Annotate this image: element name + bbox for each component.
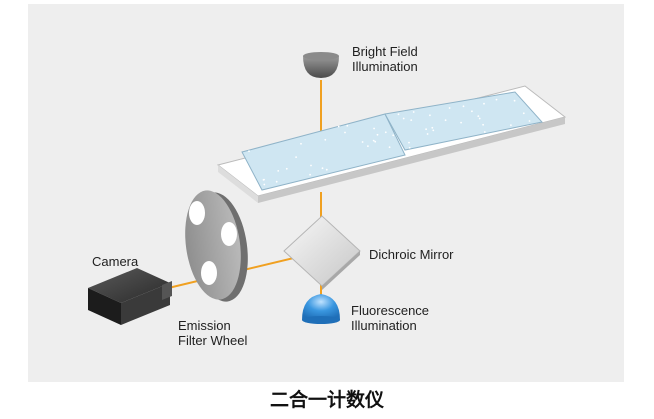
fluorescence-label-line-1: Fluorescence bbox=[351, 303, 430, 318]
emission-filter-label-line-1: Emission bbox=[178, 318, 231, 333]
emission-filter-label-line-2: Filter Wheel bbox=[178, 333, 248, 348]
cell-speck bbox=[337, 125, 340, 128]
filter-hole-1 bbox=[189, 201, 205, 225]
filter-hole-2 bbox=[221, 222, 237, 246]
cell-speck bbox=[483, 131, 486, 133]
cell-speck bbox=[373, 127, 375, 130]
cell-speck bbox=[402, 117, 405, 120]
cell-speck bbox=[482, 123, 484, 126]
cell-speck bbox=[367, 145, 369, 148]
cell-speck bbox=[372, 139, 375, 142]
cell-speck bbox=[483, 102, 485, 105]
cell-speck bbox=[510, 124, 512, 126]
bright-field-label-line-1: Bright Field bbox=[352, 44, 418, 59]
cell-speck bbox=[310, 164, 312, 167]
fluorescence-dome bbox=[302, 294, 340, 320]
cell-speck bbox=[325, 168, 328, 171]
cell-speck bbox=[397, 113, 400, 116]
filter-hole-3 bbox=[201, 261, 217, 285]
counting-slide bbox=[216, 85, 567, 203]
cell-speck bbox=[324, 138, 327, 141]
cell-speck bbox=[275, 180, 278, 183]
fluorescence-label-line-2: Illumination bbox=[351, 318, 417, 333]
cell-speck bbox=[361, 141, 364, 143]
cell-speck bbox=[444, 119, 447, 122]
bright-field-label: Bright Field Illumination bbox=[352, 44, 418, 74]
cell-specks bbox=[248, 98, 531, 186]
emission-filter-wheel bbox=[185, 190, 248, 302]
cell-speck bbox=[425, 128, 427, 131]
cell-speck bbox=[410, 119, 413, 121]
slide-front-edge bbox=[258, 117, 565, 203]
dichroic-mirror bbox=[283, 215, 361, 290]
camera-lens bbox=[162, 281, 172, 300]
chamber-left bbox=[241, 113, 406, 191]
cell-speck bbox=[426, 133, 429, 135]
camera-front bbox=[88, 288, 121, 325]
bright-field-illuminator bbox=[303, 52, 339, 78]
cell-speck bbox=[346, 124, 349, 127]
cell-speck bbox=[448, 107, 451, 109]
cell-speck bbox=[460, 121, 462, 124]
cell-speck bbox=[388, 146, 391, 149]
cell-speck bbox=[321, 167, 324, 170]
camera-top bbox=[88, 268, 170, 303]
chamber-right bbox=[384, 91, 543, 151]
caption: 二合一计数仪 bbox=[269, 389, 384, 411]
cell-speck bbox=[262, 179, 265, 181]
cell-speck bbox=[277, 170, 280, 172]
cell-speck bbox=[392, 134, 395, 137]
fluorescence-dome-rim bbox=[302, 316, 340, 324]
fluorescence-illuminator bbox=[302, 294, 340, 324]
cell-speck bbox=[478, 117, 481, 120]
cell-speck bbox=[376, 133, 379, 136]
fluorescence-label: Fluorescence Illumination bbox=[351, 303, 429, 333]
dichroic-mirror-label: Dichroic Mirror bbox=[369, 247, 454, 262]
cell-speck bbox=[374, 140, 377, 143]
bright-field-dome-rim bbox=[303, 52, 339, 60]
cell-speck bbox=[309, 173, 311, 176]
cell-speck bbox=[263, 183, 266, 186]
mirror-edge bbox=[322, 251, 360, 290]
slide-side-edge bbox=[218, 165, 258, 203]
cell-speck bbox=[522, 112, 525, 115]
cell-speck bbox=[344, 131, 346, 134]
bright-field-dome bbox=[303, 56, 339, 78]
cell-speck bbox=[513, 99, 516, 102]
cell-speck bbox=[295, 156, 297, 159]
cell-speck bbox=[248, 150, 250, 153]
cell-speck bbox=[528, 120, 531, 122]
emission-filter-label: Emission Filter Wheel bbox=[178, 318, 247, 348]
cell-speck bbox=[431, 126, 434, 129]
cell-speck bbox=[300, 142, 302, 145]
bright-field-label-line-2: Illumination bbox=[352, 59, 418, 74]
cell-speck bbox=[495, 98, 498, 101]
cell-speck bbox=[412, 111, 415, 113]
cell-speck bbox=[432, 129, 435, 132]
cell-speck bbox=[477, 115, 480, 117]
cell-speck bbox=[462, 105, 465, 108]
camera bbox=[88, 268, 172, 325]
cell-speck bbox=[408, 146, 411, 149]
cell-speck bbox=[384, 131, 387, 134]
camera-side bbox=[121, 283, 170, 325]
camera-label: Camera bbox=[92, 254, 139, 269]
cell-speck bbox=[408, 141, 410, 144]
cell-speck bbox=[471, 110, 473, 113]
cell-speck bbox=[429, 114, 431, 117]
cell-speck bbox=[285, 167, 288, 170]
